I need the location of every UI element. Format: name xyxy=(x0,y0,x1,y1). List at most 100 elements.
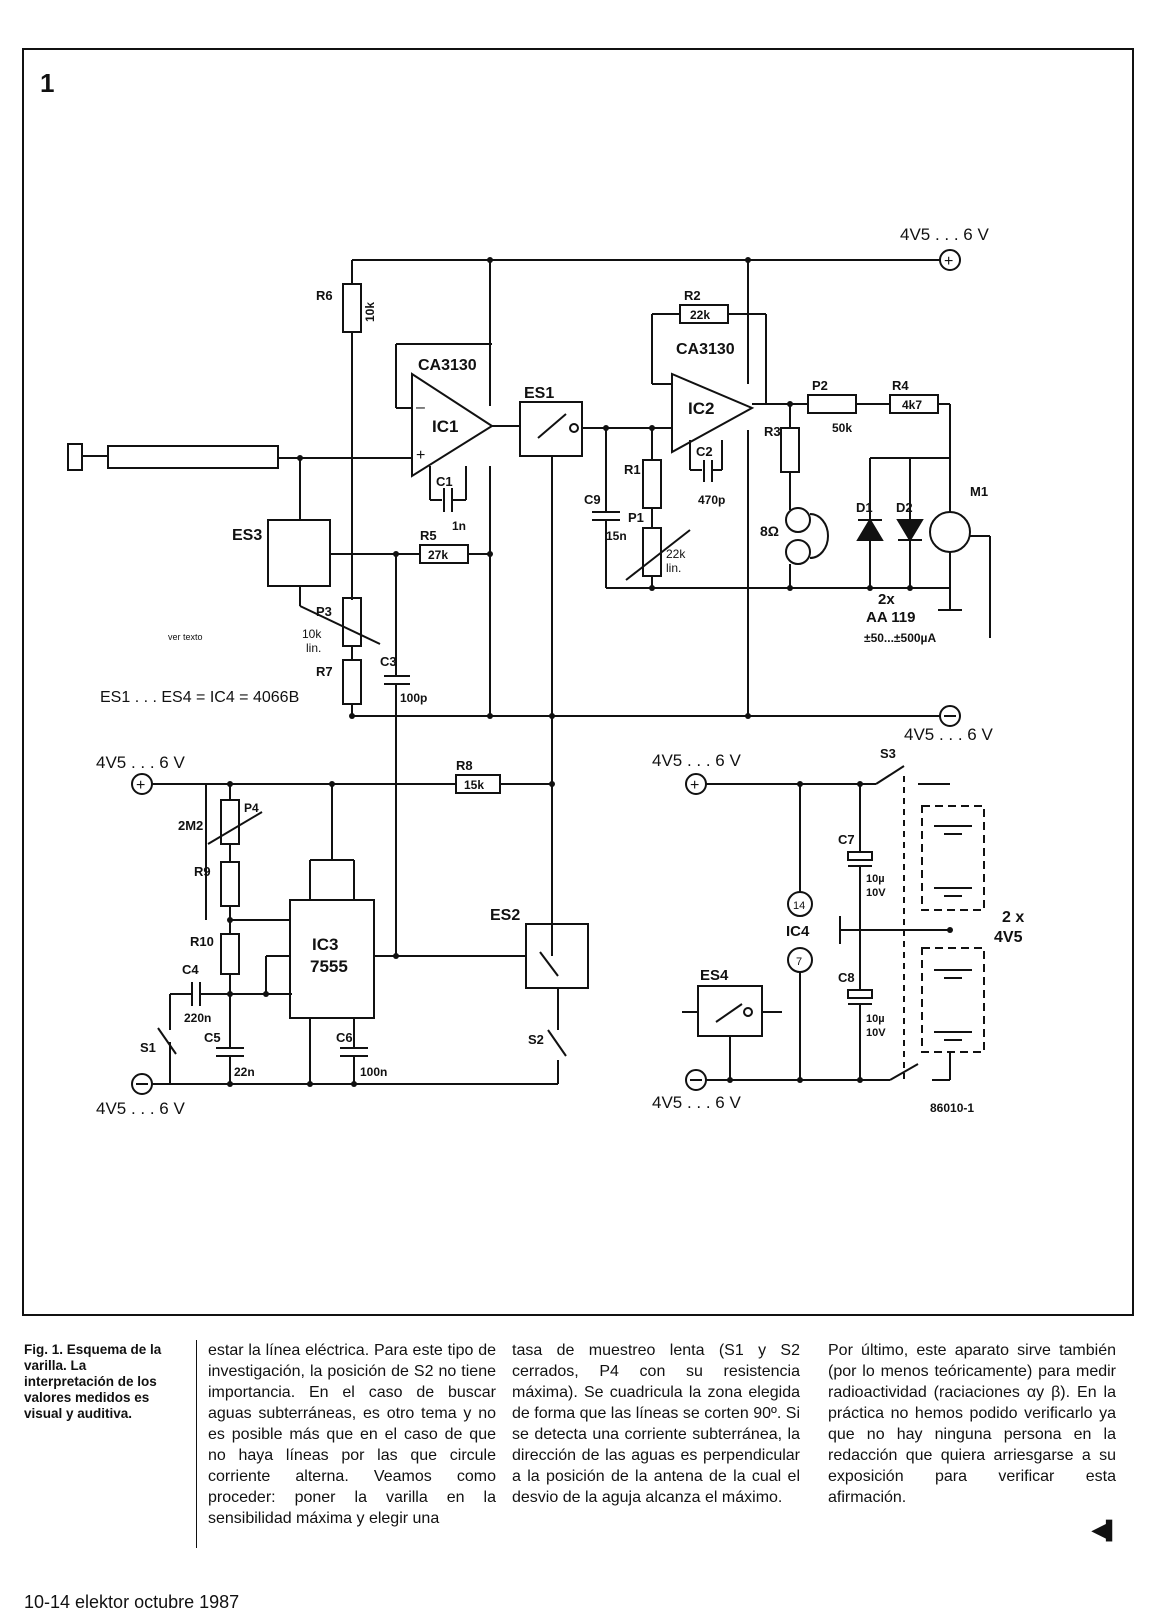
text-column-2: tasa de muestreo lenta (S1 y S2 cerrados… xyxy=(512,1342,800,1506)
potentiometer-p1 xyxy=(642,527,662,577)
svg-text:ES3: ES3 xyxy=(232,527,262,544)
svg-text:10k: 10k xyxy=(363,302,377,322)
resistor-r1 xyxy=(642,459,662,509)
svg-text:R7: R7 xyxy=(316,664,333,679)
svg-text:22k: 22k xyxy=(666,547,686,561)
svg-text:lin.: lin. xyxy=(306,641,321,655)
svg-text:7555: 7555 xyxy=(310,957,348,976)
svg-text:S1: S1 xyxy=(140,1040,156,1055)
svg-text:S2: S2 xyxy=(528,1032,544,1047)
svg-text:22n: 22n xyxy=(234,1065,255,1079)
meter-m1 xyxy=(929,511,971,553)
svg-text:C1: C1 xyxy=(436,474,453,489)
svg-text:27k: 27k xyxy=(428,548,448,562)
svg-text:15k: 15k xyxy=(464,778,484,792)
svg-text:CA3130: CA3130 xyxy=(418,357,477,374)
svg-text:IC4: IC4 xyxy=(786,923,810,940)
opamp-ic1 xyxy=(411,372,494,478)
svg-text:14: 14 xyxy=(793,900,805,912)
svg-text:P4: P4 xyxy=(244,801,259,815)
figure-caption: Fig. 1. Esquema de la varilla. La interp… xyxy=(24,1342,162,1421)
svg-text:C8: C8 xyxy=(838,970,855,985)
figure-number: 1 xyxy=(40,68,54,98)
svg-text:AA 119: AA 119 xyxy=(866,609,915,626)
svg-text:22k: 22k xyxy=(690,308,710,322)
svg-text:50k: 50k xyxy=(832,421,852,435)
svg-text:2M2: 2M2 xyxy=(178,818,203,833)
svg-text:D2: D2 xyxy=(896,500,913,515)
supply-left-minus: 4V5 . . . 6 V xyxy=(96,1099,185,1118)
switch-es2 xyxy=(525,923,589,989)
svg-text:8Ω: 8Ω xyxy=(760,523,779,539)
supply-right-minus: 4V5 . . . 6 V xyxy=(652,1093,741,1112)
svg-text:+: + xyxy=(690,777,699,794)
svg-text:IC3: IC3 xyxy=(312,935,338,954)
ver-texto-note: ver texto xyxy=(168,632,203,642)
potentiometer-p2 xyxy=(807,394,857,414)
svg-text:P2: P2 xyxy=(812,378,828,393)
text-column-3: Por último, este aparato sirve también (… xyxy=(828,1342,1116,1506)
svg-text:2 x: 2 x xyxy=(1002,909,1024,926)
svg-text:R1: R1 xyxy=(624,462,641,477)
resistor-r7 xyxy=(342,659,362,705)
potentiometer-p3 xyxy=(342,597,362,647)
svg-text:C3: C3 xyxy=(380,654,397,669)
svg-text:CA3130: CA3130 xyxy=(676,341,735,358)
svg-text:R8: R8 xyxy=(456,758,473,773)
potentiometer-p4 xyxy=(220,799,240,845)
svg-text:C5: C5 xyxy=(204,1030,221,1045)
svg-text:R9: R9 xyxy=(194,864,211,879)
svg-text:10V: 10V xyxy=(866,887,886,899)
svg-text:10V: 10V xyxy=(866,1027,886,1039)
svg-text:IC1: IC1 xyxy=(432,417,458,436)
end-mark-icon: ◀▌ xyxy=(1092,1520,1119,1540)
svg-text:R10: R10 xyxy=(190,934,214,949)
resistor-r10 xyxy=(220,933,240,975)
figure-code: 86010-1 xyxy=(930,1101,974,1115)
svg-text:10µ: 10µ xyxy=(866,873,885,885)
text-column-1: estar la línea eléctrica. Para este tipo… xyxy=(208,1342,496,1527)
switch-es3 xyxy=(267,519,331,587)
svg-text:10k: 10k xyxy=(302,627,322,641)
svg-text:+: + xyxy=(136,777,145,794)
column-divider xyxy=(196,1340,197,1548)
svg-text:S3: S3 xyxy=(880,746,896,761)
svg-text:2x: 2x xyxy=(878,591,895,608)
svg-text:220n: 220n xyxy=(184,1011,211,1025)
svg-text:–: – xyxy=(416,399,425,416)
resistor-r9 xyxy=(220,861,240,907)
svg-text:C7: C7 xyxy=(838,832,855,847)
svg-text:4k7: 4k7 xyxy=(902,398,922,412)
svg-text:100p: 100p xyxy=(400,691,427,705)
svg-text:C6: C6 xyxy=(336,1030,353,1045)
svg-text:P1: P1 xyxy=(628,510,644,525)
opamp-ic2 xyxy=(671,372,755,454)
resistor-r6 xyxy=(342,283,362,333)
svg-text:4V5: 4V5 xyxy=(994,929,1023,946)
svg-text:10µ: 10µ xyxy=(866,1013,885,1025)
svg-text:±50...±500µA: ±50...±500µA xyxy=(864,631,936,645)
svg-text:lin.: lin. xyxy=(666,561,681,575)
capacitor-c8 xyxy=(847,989,873,999)
svg-text:R4: R4 xyxy=(892,378,909,393)
battery-upper xyxy=(921,805,985,911)
svg-text:15n: 15n xyxy=(606,529,627,543)
svg-text:R6: R6 xyxy=(316,288,333,303)
speaker-icon xyxy=(785,507,811,533)
capacitor-c7 xyxy=(847,851,873,861)
svg-text:M1: M1 xyxy=(970,484,988,499)
svg-text:+: + xyxy=(416,447,425,464)
svg-text:470p: 470p xyxy=(698,493,725,507)
antenna-rod xyxy=(107,445,279,469)
supply-right-plus: 4V5 . . . 6 V xyxy=(652,751,741,770)
ic4-pin14 xyxy=(787,891,813,917)
svg-text:ES4: ES4 xyxy=(700,967,729,984)
svg-text:+: + xyxy=(944,253,953,270)
antenna-connector xyxy=(67,443,83,471)
resistor-r3 xyxy=(780,427,800,473)
svg-text:1n: 1n xyxy=(452,519,466,533)
svg-text:7: 7 xyxy=(796,956,802,968)
svg-text:R5: R5 xyxy=(420,528,437,543)
svg-text:C4: C4 xyxy=(182,962,199,977)
supply-top-label: 4V5 . . . 6 V xyxy=(900,225,989,244)
